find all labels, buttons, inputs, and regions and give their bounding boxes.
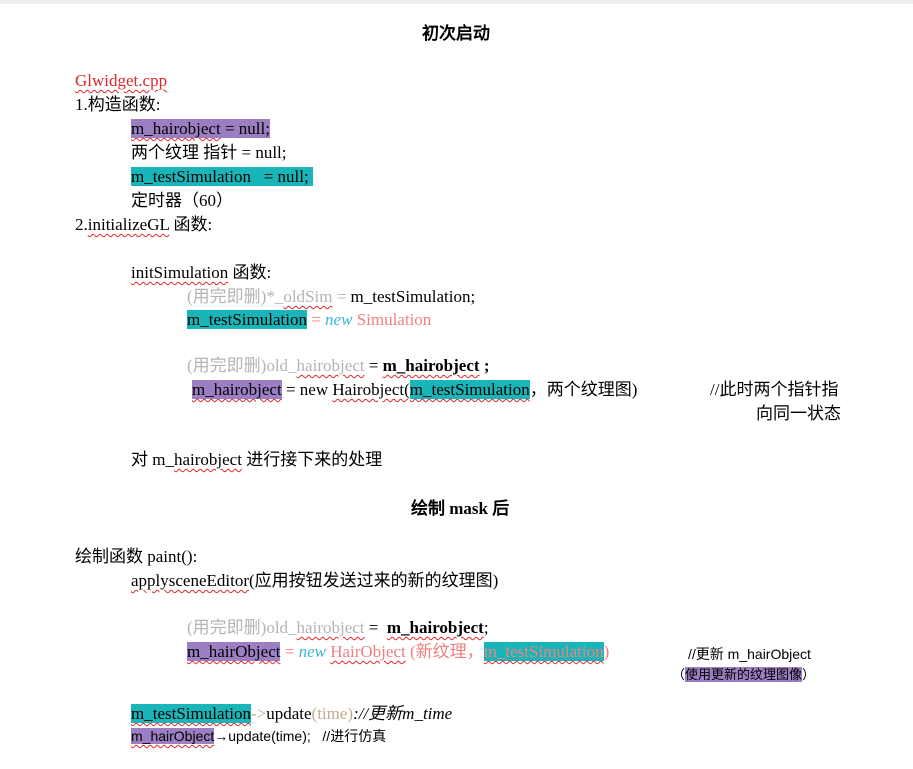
initsimulation-line: initSimulation 函数: bbox=[131, 263, 272, 282]
new-hairobject-line-2: m_hairObject = new HairObject (新纹理，m_tes… bbox=[187, 642, 610, 661]
item-constructor: 1.构造函数: bbox=[75, 95, 161, 114]
pointer-comment: //此时两个指针指 bbox=[710, 380, 839, 399]
update-comment: //更新 m_hairObject bbox=[688, 646, 811, 662]
testsim-update-line: m_testSimulation->update(time)://更新m_tim… bbox=[131, 704, 453, 723]
new-simulation-line: m_testSimulation = new Simulation bbox=[187, 310, 432, 329]
testsimulation-null-line: m_testSimulation = null; bbox=[131, 166, 313, 188]
texture-pointers-line: 两个纹理 指针 = null; bbox=[131, 143, 287, 162]
oldsim-line: (用完即删)*_oldSim = m_testSimulation; bbox=[187, 287, 476, 306]
oldhair-line: (用完即删)old_hairobject = m_hairobject ; bbox=[187, 356, 490, 375]
hairobject-update-line: m_hairObject→update(time); //进行仿真 bbox=[131, 728, 387, 744]
section-heading-mask: 绘制 mask 后 bbox=[411, 499, 510, 518]
item-initializegl: 2.initializeGL 函数: bbox=[75, 215, 213, 234]
new-hairobject-line: m_hairobject = new Hairobject(m_testSimu… bbox=[192, 380, 638, 399]
update-comment-note: （使用更新的纹理图像） bbox=[672, 667, 816, 682]
pointer-comment-cont: 向同一状态 bbox=[756, 404, 841, 423]
old-hairobject-line-2: (用完即删)old_hairobject = m_hairobject; bbox=[187, 618, 489, 637]
filename: Glwidget.cpp bbox=[75, 71, 168, 90]
top-edge bbox=[0, 0, 913, 4]
timer-line: 定时器（60） bbox=[131, 191, 233, 210]
hairobject-null-line: m_hairobject = null; bbox=[131, 119, 270, 138]
section-heading-startup: 初次启动 bbox=[422, 24, 490, 43]
paint-function-line: 绘制函数 paint(): bbox=[75, 547, 198, 566]
apply-editor-line: applysceneEditor(应用按钮发送过来的新的纹理图) bbox=[131, 571, 499, 590]
process-line: 对 m_hairobject 进行接下来的处理 bbox=[131, 450, 383, 469]
